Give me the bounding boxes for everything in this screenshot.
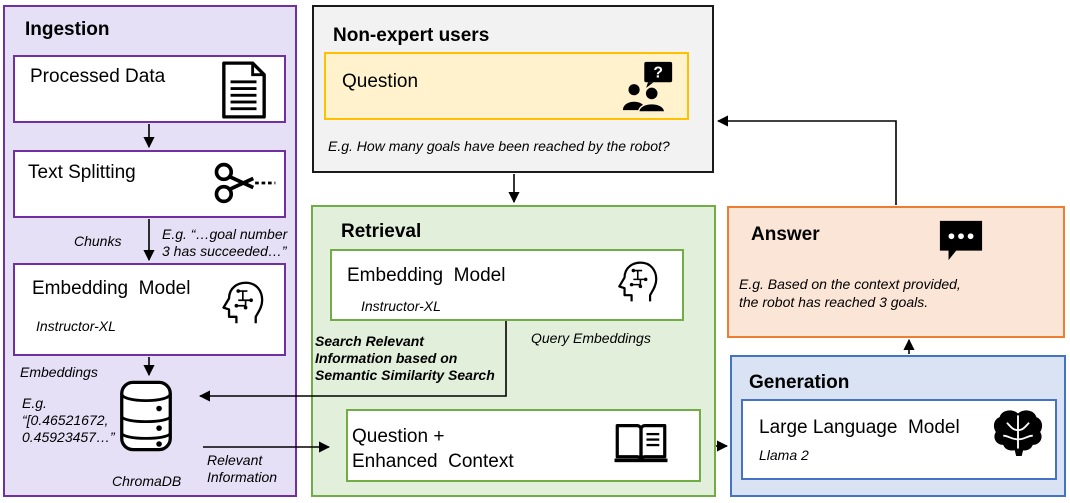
question-box: Question <box>324 52 689 120</box>
embedding-example-line2: “[0.46521672, <box>22 412 109 428</box>
book-icon <box>614 424 668 463</box>
ai-head-icon <box>618 261 658 302</box>
scissors-icon <box>214 162 276 204</box>
retrieval-title: Retrieval <box>341 221 422 242</box>
embedding-model-box: Embedding Model Instructor-XL <box>13 263 286 356</box>
answer-title: Answer <box>751 224 820 245</box>
embedding-example-line1: E.g. <box>22 395 47 411</box>
processed-data-label: Processed Data <box>30 66 166 87</box>
embedding-model-sub: Instructor-XL <box>36 318 116 334</box>
context-line2: Enhanced Context <box>352 451 514 472</box>
relevant-info-line1: Relevant <box>207 452 263 468</box>
retrieval-embedding-box: Embedding Model Instructor-XL <box>330 249 684 321</box>
brain-icon <box>993 410 1043 456</box>
search-line3: Semantic Similarity Search <box>315 367 495 383</box>
retrieval-embedding-label: Embedding Model <box>347 265 506 286</box>
context-line1: Question + <box>352 426 445 447</box>
users-question-icon: ? <box>622 61 673 112</box>
answer-example-line1: E.g. Based on the context provided, <box>739 276 961 292</box>
embedding-example-line3: 0.45923457…” <box>22 429 115 445</box>
search-line1: Search Relevant <box>315 333 424 349</box>
embedding-model-label: Embedding Model <box>32 278 191 299</box>
chunk-example-line2: 3 has succeeded…” <box>162 243 287 259</box>
svg-text:?: ? <box>653 65 663 82</box>
chunk-example-line1: E.g. “…goal number <box>162 226 288 242</box>
search-line2: Information based on <box>315 350 458 366</box>
chat-bubble-icon <box>939 220 983 261</box>
llm-sub: Llama 2 <box>759 447 809 463</box>
arrow-query-to-db <box>198 321 507 402</box>
database-icon <box>120 380 172 452</box>
db-label: ChromaDB <box>112 473 182 489</box>
question-label: Question <box>342 71 419 92</box>
answer-example-line2: the robot has reached 3 goals. <box>739 294 929 310</box>
generation-title: Generation <box>749 372 850 393</box>
users-title: Non-expert users <box>333 25 490 46</box>
relevant-info-line2: Information <box>207 469 278 485</box>
retrieval-embedding-sub: Instructor-XL <box>361 298 441 314</box>
llm-label: Large Language Model <box>759 417 960 438</box>
document-icon <box>222 61 266 119</box>
arrow-answer-to-users <box>716 115 897 205</box>
text-splitting-label: Text Splitting <box>28 162 136 183</box>
answer-panel: Answer E.g. Based on the context provide… <box>727 206 1065 338</box>
embeddings-label: Embeddings <box>20 364 98 380</box>
query-embeddings-label: Query Embeddings <box>531 330 651 346</box>
chunks-label: Chunks <box>74 233 122 249</box>
text-splitting-box: Text Splitting <box>13 150 286 218</box>
users-example: E.g. How many goals have been reached by… <box>328 138 670 154</box>
ingestion-title: Ingestion <box>25 19 110 40</box>
ai-head-icon <box>222 281 264 324</box>
